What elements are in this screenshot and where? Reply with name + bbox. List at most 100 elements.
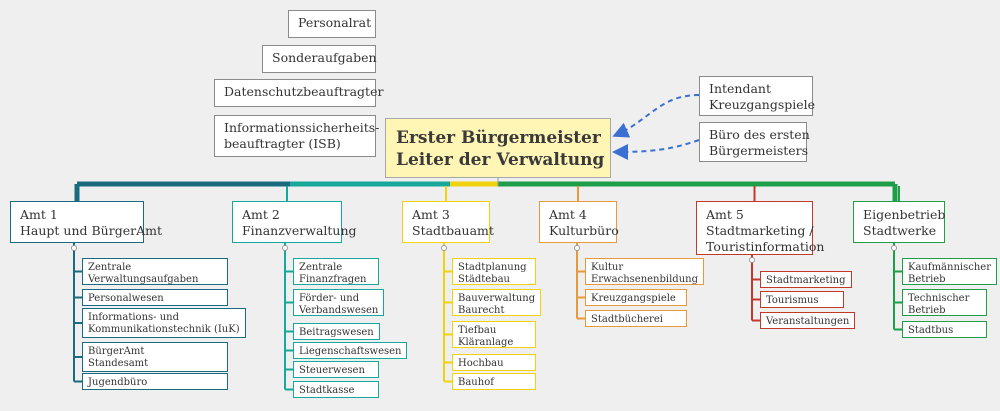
amt1-sub-label-line1: Informations- und: [88, 312, 179, 323]
amt4-sub-label-line1: Stadtbücherei: [591, 314, 663, 325]
amt1-sub-item[interactable]: Jugendbüro: [82, 373, 228, 390]
amt2-sub-label-line1: Beitragswesen: [299, 327, 374, 338]
amt2-sub-label-line1: Liegenschaftswesen: [299, 346, 402, 357]
dashed-arrow-intendant: [612, 94, 700, 138]
amt1-sub-label-line2: Verwaltungsaufgaben: [88, 274, 199, 285]
amt4-label-line1: Amt 4: [549, 207, 587, 222]
amt2-sub-label-line2: Verbandswesen: [299, 305, 379, 316]
buergermeister-title: Erster Bürgermeister: [396, 128, 601, 148]
isb-box[interactable]: Informationssicherheits- beauftragter (I…: [214, 115, 380, 157]
amt3-label-line1: Amt 3: [412, 207, 450, 222]
amt1-collapse-dot: [71, 245, 77, 251]
amt5-sub-label-line1: Veranstaltungen: [766, 316, 850, 327]
amt1-sub-item[interactable]: Personalwesen: [82, 289, 228, 306]
sonderaufgaben-label: Sonderaufgaben: [272, 50, 377, 65]
amt2-sub-label-line1: Stadtkasse: [299, 385, 355, 396]
eigenbetrieb-sub-label-line1: Stadtbus: [908, 325, 954, 336]
amt5-collapse-dot: [749, 257, 755, 263]
amt2-sub-label-line2: Finanzfragen: [299, 274, 367, 285]
amt4-collapse-dot: [574, 245, 580, 251]
eigenbetrieb-label-line1: Eigenbetrieb: [863, 207, 946, 222]
buero-bm-label-line2: Bürgermeisters: [709, 143, 809, 158]
amt5-sub-item[interactable]: Stadtmarketing: [760, 271, 852, 288]
eigenbetrieb-sub-label-line2: Betrieb: [908, 305, 946, 316]
amt2-sub-item[interactable]: Stadtkasse: [293, 381, 379, 398]
amt2-sub-item[interactable]: Beitragswesen: [293, 323, 380, 340]
amt5-sub-label-line1: Tourismus: [766, 295, 819, 306]
amt2-sub-item[interactable]: Liegenschaftswesen: [293, 342, 408, 359]
eigenbetrieb-label-line2: Stadtwerke: [863, 223, 937, 238]
amt2-sub-item[interactable]: Steuerwesen: [293, 361, 379, 378]
eigenbetrieb-sub-item[interactable]: Stadtbus: [902, 321, 987, 338]
amt3-sub-label-line1: Hochbau: [458, 358, 504, 369]
amt4-sub-label-line1: Kreuzgangspiele: [591, 293, 676, 304]
buergermeister-box[interactable]: Erster Bürgermeister Leiter der Verwaltu…: [385, 118, 611, 178]
amt2-label-line1: Amt 2: [242, 207, 280, 222]
amt3-sub-item[interactable]: Bauhof: [452, 373, 536, 390]
amt3-sub-label-line2: Städtebau: [458, 274, 510, 285]
amt4-sub-label-line2: Erwachsenenbildung: [591, 274, 698, 285]
buero-bm-label-line1: Büro des ersten: [709, 127, 810, 142]
amt3-sub-label-line2: Baurecht: [458, 305, 505, 316]
amt1-label-line2: Haupt und BürgerAmt: [20, 223, 162, 238]
buergermeister-subtitle: Leiter der Verwaltung: [396, 150, 605, 170]
amt4-sub-item[interactable]: Kreuzgangspiele: [585, 289, 687, 306]
amt5-label-line3: Touristinformation: [706, 239, 825, 254]
eigenbetrieb-sub-label-line2: Betrieb: [908, 274, 946, 285]
personalrat-box[interactable]: Personalrat: [288, 10, 376, 38]
sonderaufgaben-box[interactable]: Sonderaufgaben: [262, 45, 377, 73]
amt3-sub-item[interactable]: Hochbau: [452, 354, 536, 371]
amt1-sub-label-line2: Kommunikationstechnik (IuK): [88, 324, 240, 335]
amt1-sub-label-line2: Standesamt: [88, 358, 149, 369]
amt2-sub-label-line1: Zentrale: [299, 262, 343, 273]
intendant-box[interactable]: Intendant Kreuzgangspiele: [699, 76, 816, 116]
amt1-sub-label-line1: Zentrale: [88, 262, 132, 273]
amt3-collapse-dot: [441, 245, 447, 251]
buero-bm-box[interactable]: Büro des ersten Bürgermeisters: [699, 122, 810, 162]
eigenbetrieb-collapse-dot: [891, 245, 897, 251]
amt2-sub-label-line1: Förder- und: [299, 293, 360, 304]
amt3-sub-label-line2: Kläranlage: [458, 337, 514, 348]
amt5-sub-item[interactable]: Tourismus: [760, 291, 844, 308]
amt4-sub-label-line1: Kultur: [591, 262, 624, 273]
amt3-label-line2: Stadtbauamt: [412, 223, 494, 238]
datenschutz-box[interactable]: Datenschutzbeauftragter: [214, 79, 384, 107]
amt1-label-line1: Amt 1: [20, 207, 58, 222]
dashed-arrow-buero: [612, 139, 700, 160]
isb-label-line1: Informationssicherheits-: [224, 120, 380, 135]
amt1-sub-label-line1: BürgerAmt: [88, 346, 145, 357]
amt5-sub-item[interactable]: Veranstaltungen: [760, 312, 856, 329]
amt5-sub-label-line1: Stadtmarketing: [766, 275, 846, 286]
eigenbetrieb-sub-label-line1: Kaufmännischer: [908, 262, 991, 273]
amt1-sub-label-line1: Personalwesen: [88, 293, 164, 304]
eigenbetrieb-sub-label-line1: Technischer: [908, 293, 970, 304]
amt2-sub-label-line1: Steuerwesen: [299, 365, 365, 376]
amt3-sub-label-line1: Stadtplanung: [458, 262, 527, 273]
isb-label-line2: beauftragter (ISB): [224, 136, 341, 151]
amt4-label-line2: Kulturbüro: [549, 223, 619, 238]
amt4-sub-item[interactable]: Stadtbücherei: [585, 310, 687, 327]
datenschutz-label: Datenschutzbeauftragter: [224, 84, 384, 99]
intendant-label-line1: Intendant: [709, 81, 771, 96]
amt3-sub-label-line1: Bauhof: [458, 377, 494, 388]
intendant-label-line2: Kreuzgangspiele: [709, 97, 816, 112]
